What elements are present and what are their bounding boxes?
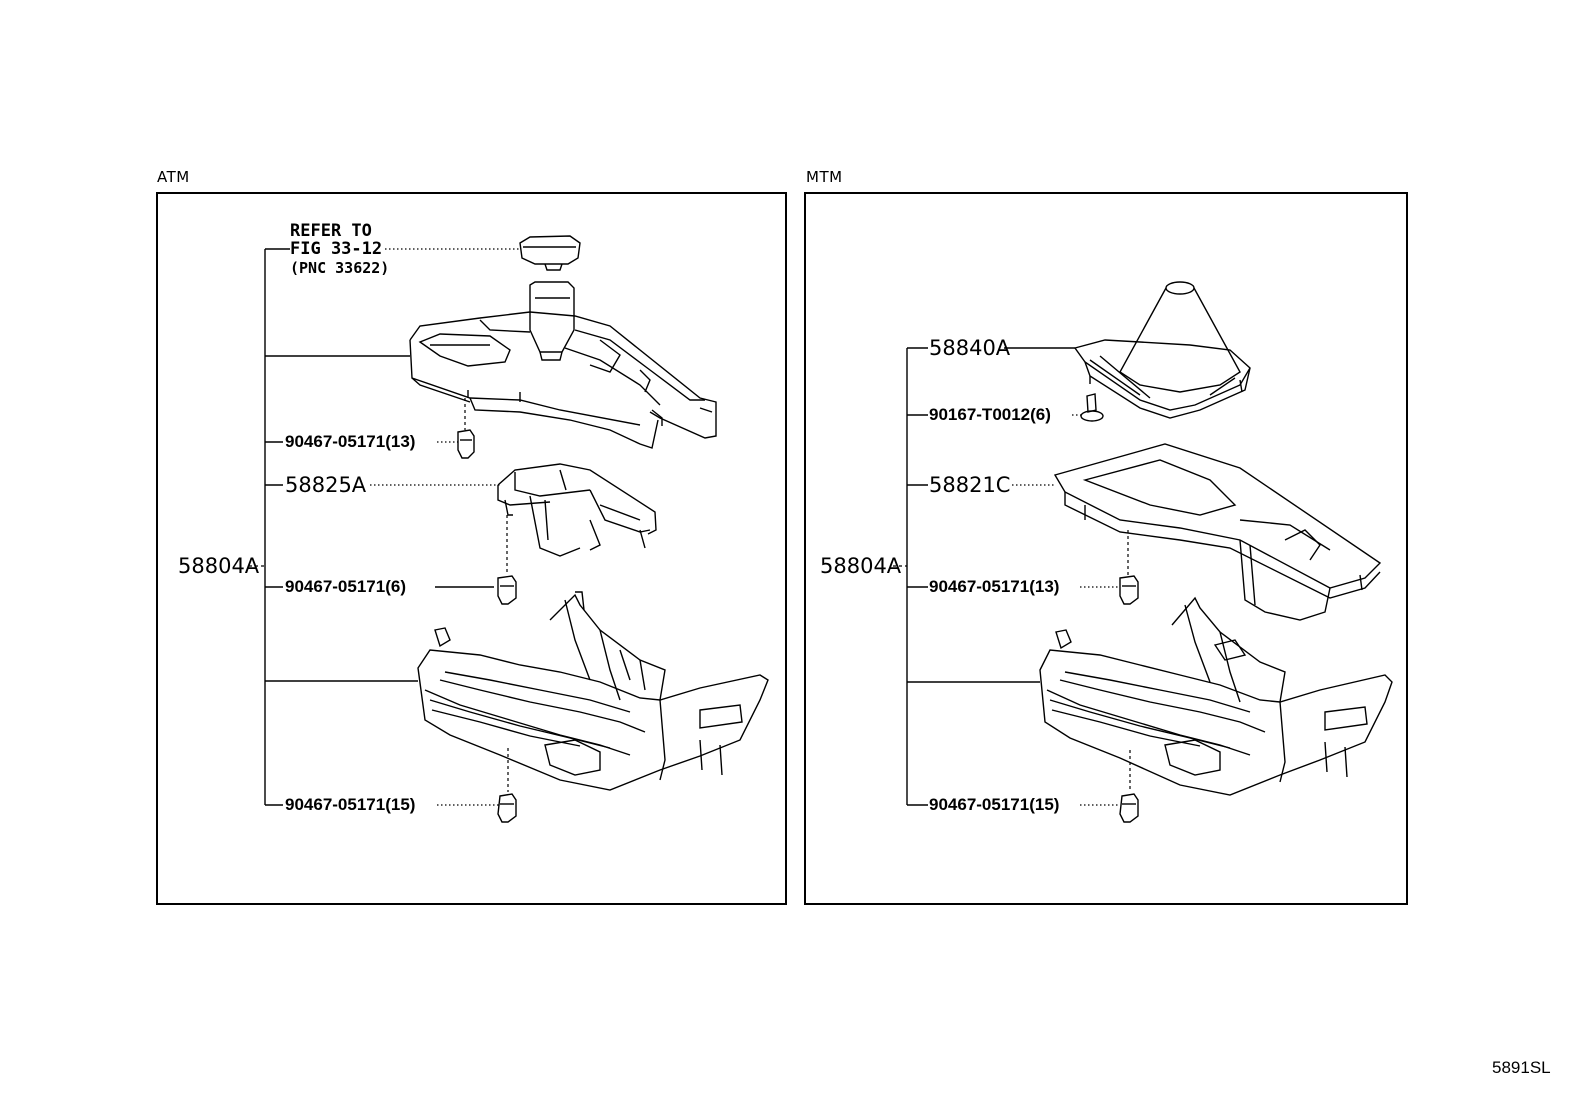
atm-box-label: 58825A	[285, 473, 367, 497]
mtm-panel-58821c-drawing	[1053, 443, 1382, 621]
mtm-shift-boot-drawing	[1073, 281, 1251, 419]
atm-clip-top-drawing	[457, 398, 475, 459]
mtm-panel-label: 58821C	[929, 473, 1011, 497]
figure-code: 5891SL	[1492, 1058, 1551, 1077]
mtm-section-label: MTM	[806, 168, 843, 186]
mtm-boot-label: 58840A	[929, 336, 1011, 360]
atm-clip-bottom-drawing	[497, 748, 517, 823]
atm-section-label: ATM	[157, 168, 190, 186]
mtm-lower-console-drawing	[1039, 596, 1393, 796]
mtm-clip-bottom-label: 90467-05171(15)	[929, 795, 1060, 814]
atm-clip-mid-label: 90467-05171(6)	[285, 577, 406, 596]
atm-clip-top-label: 90467-05171(13)	[285, 432, 416, 451]
mtm-panel	[804, 192, 1408, 905]
atm-clip-mid-drawing	[497, 515, 517, 605]
atm-shift-knob-drawing	[519, 235, 581, 271]
mtm-assembly-label: 58804A	[820, 554, 902, 578]
mtm-clip-mid-label: 90467-05171(13)	[929, 577, 1060, 596]
mtm-leader-lines	[893, 347, 1120, 806]
atm-refer-line2: FIG 33-12	[290, 239, 383, 259]
atm-clip-bottom-label: 90467-05171(15)	[285, 795, 416, 814]
atm-refer-line3: (PNC 33622)	[290, 259, 390, 277]
mtm-clip-bottom-drawing	[1119, 750, 1139, 823]
mtm-screw-label: 90167-T0012(6)	[929, 405, 1051, 424]
atm-upper-console-drawing	[409, 281, 717, 449]
mtm-clip-mid-drawing	[1119, 530, 1139, 605]
atm-panel	[156, 192, 787, 905]
atm-lower-console-drawing	[417, 591, 769, 791]
mtm-screw-drawing	[1080, 393, 1104, 422]
atm-assembly-label: 58804A	[178, 554, 260, 578]
atm-leader-lines	[249, 248, 520, 806]
atm-refer-line1: REFER TO	[290, 221, 372, 241]
atm-box-58825a-drawing	[497, 463, 657, 557]
